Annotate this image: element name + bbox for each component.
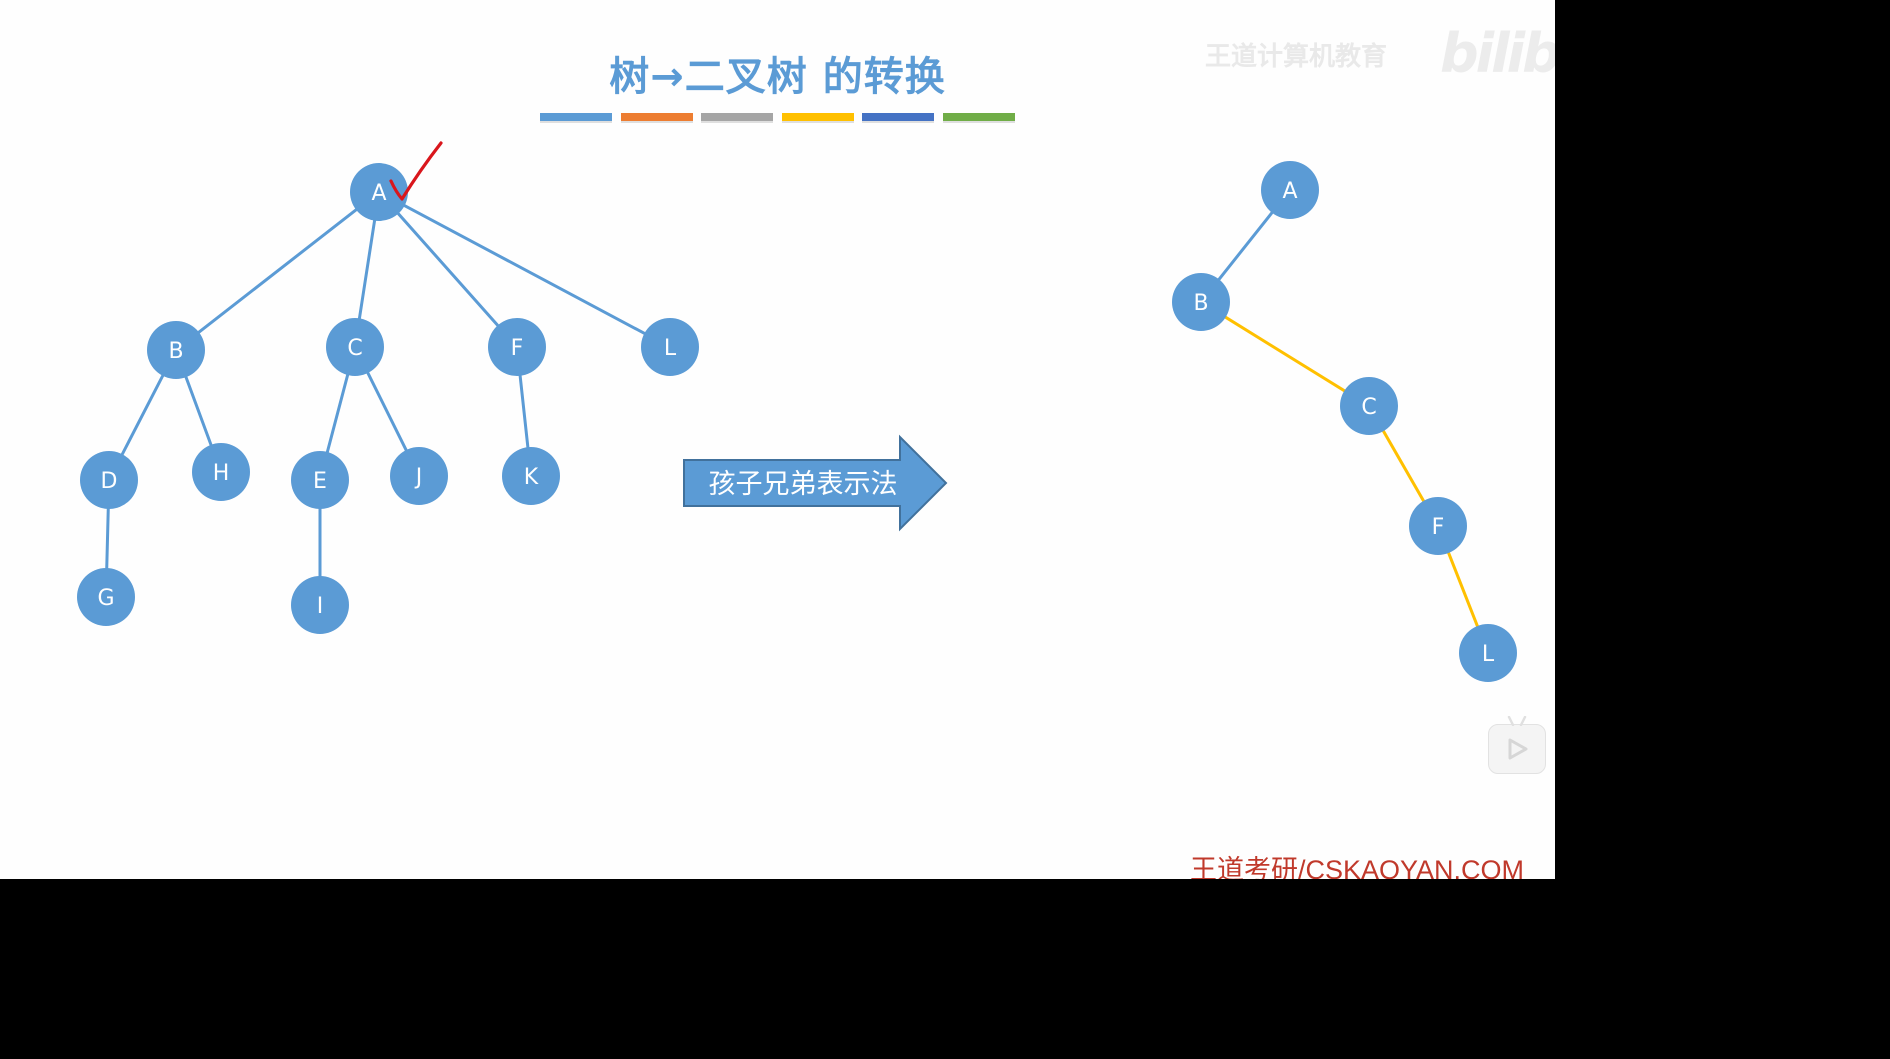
play-button[interactable] [1488, 716, 1546, 774]
original-node-label: A [371, 181, 386, 206]
original-node-l: L [641, 318, 699, 376]
binary-tree-nodes: A B C F L [1172, 161, 1517, 682]
original-edge-a-f [395, 210, 501, 329]
title-color-bar [862, 113, 934, 123]
binary-edge-a-b [1215, 208, 1276, 284]
channel-watermark: 王道计算机教育 [1205, 42, 1388, 72]
tv-ears-icon [1507, 716, 1527, 726]
title-color-bar [701, 113, 773, 123]
original-node-j: J [390, 447, 448, 505]
original-node-label: K [524, 465, 539, 490]
binary-node-label: L [1482, 642, 1495, 667]
original-node-circle [192, 443, 250, 501]
original-edge-f-k [518, 372, 530, 451]
binary-node-label: F [1432, 515, 1445, 540]
binary-node-label: B [1193, 291, 1208, 316]
binary-node-circle [1172, 273, 1230, 331]
original-node-circle [390, 447, 448, 505]
title-color-bar [540, 113, 612, 123]
original-edge-a-b [195, 207, 360, 335]
title-color-bar [620, 113, 693, 123]
original-node-b: B [147, 321, 205, 379]
original-node-label: H [213, 461, 230, 486]
original-node-circle [641, 318, 699, 376]
original-node-label: J [414, 465, 423, 490]
title-color-bar [781, 113, 854, 123]
binary-edge-f-l [1446, 548, 1480, 631]
binary-tree-edges [1215, 208, 1480, 631]
original-node-circle [291, 576, 349, 634]
original-node-label: B [168, 339, 183, 364]
letterbox-right [1555, 0, 1890, 1059]
conversion-arrow-shape [683, 434, 948, 532]
conversion-arrow-label: 孩子兄弟表示法 [709, 469, 898, 500]
original-node-k: K [502, 447, 560, 505]
original-node-circle [77, 568, 135, 626]
binary-node-c: C [1340, 377, 1398, 435]
original-edge-b-h [183, 373, 214, 449]
original-edge-b-d [119, 372, 166, 458]
original-edge-d-g [105, 505, 110, 572]
original-node-circle [291, 451, 349, 509]
binary-node-b: B [1172, 273, 1230, 331]
binary-node-circle [1409, 497, 1467, 555]
check-mark-icon [389, 141, 443, 201]
original-tree-nodes: A B C F L D H E J K G I [77, 163, 699, 634]
original-tree-edges [105, 203, 648, 580]
original-node-circle [350, 163, 408, 221]
original-node-h: H [192, 443, 250, 501]
original-node-circle [488, 318, 546, 376]
binary-edge-c-f [1380, 427, 1427, 505]
binary-node-circle [1261, 161, 1319, 219]
conversion-arrow: 孩子兄弟表示法 [683, 434, 948, 532]
original-node-label: G [97, 586, 114, 611]
original-edge-c-e [325, 371, 350, 456]
slide-title: 树→二叉树 的转换 [609, 54, 946, 100]
original-node-g: G [77, 568, 135, 626]
original-node-circle [147, 321, 205, 379]
binary-node-f: F [1409, 497, 1467, 555]
play-icon [1508, 738, 1528, 760]
original-node-label: C [347, 336, 362, 361]
letterbox-bottom [0, 879, 1555, 1059]
original-node-a: A [350, 163, 408, 221]
original-node-label: D [101, 469, 118, 494]
tree-conversion-diagram: 孩子兄弟表示法 A B C F L D H E J K G I A B C F L [77, 141, 1517, 682]
original-edge-c-j [365, 369, 409, 454]
original-node-d: D [80, 451, 138, 509]
footer-credit: 王道考研/CSKAOYAN.COM [1190, 855, 1525, 879]
original-node-circle [326, 318, 384, 376]
binary-node-circle [1340, 377, 1398, 435]
binary-node-a: A [1261, 161, 1319, 219]
binary-node-label: C [1361, 395, 1376, 420]
original-node-label: I [317, 594, 324, 619]
binary-edge-b-c [1221, 314, 1349, 394]
original-node-label: E [313, 469, 327, 494]
binary-node-l: L [1459, 624, 1517, 682]
original-node-c: C [326, 318, 384, 376]
bilibili-logo: bilibili [1440, 22, 1555, 85]
original-edge-a-c [357, 217, 377, 322]
original-node-circle [502, 447, 560, 505]
original-node-e: E [291, 451, 349, 509]
original-node-f: F [488, 318, 546, 376]
original-node-i: I [291, 576, 349, 634]
binary-node-circle [1459, 624, 1517, 682]
binary-node-label: A [1282, 179, 1297, 204]
original-edge-a-l [401, 203, 648, 336]
slide: 树→二叉树 的转换 孩子兄弟表示法 A B C F L D H E J K G I A B C F L 王道计… [77, 22, 1555, 879]
original-node-label: F [511, 336, 524, 361]
original-node-circle [80, 451, 138, 509]
title-color-bar [942, 113, 1015, 123]
original-node-label: L [664, 336, 677, 361]
